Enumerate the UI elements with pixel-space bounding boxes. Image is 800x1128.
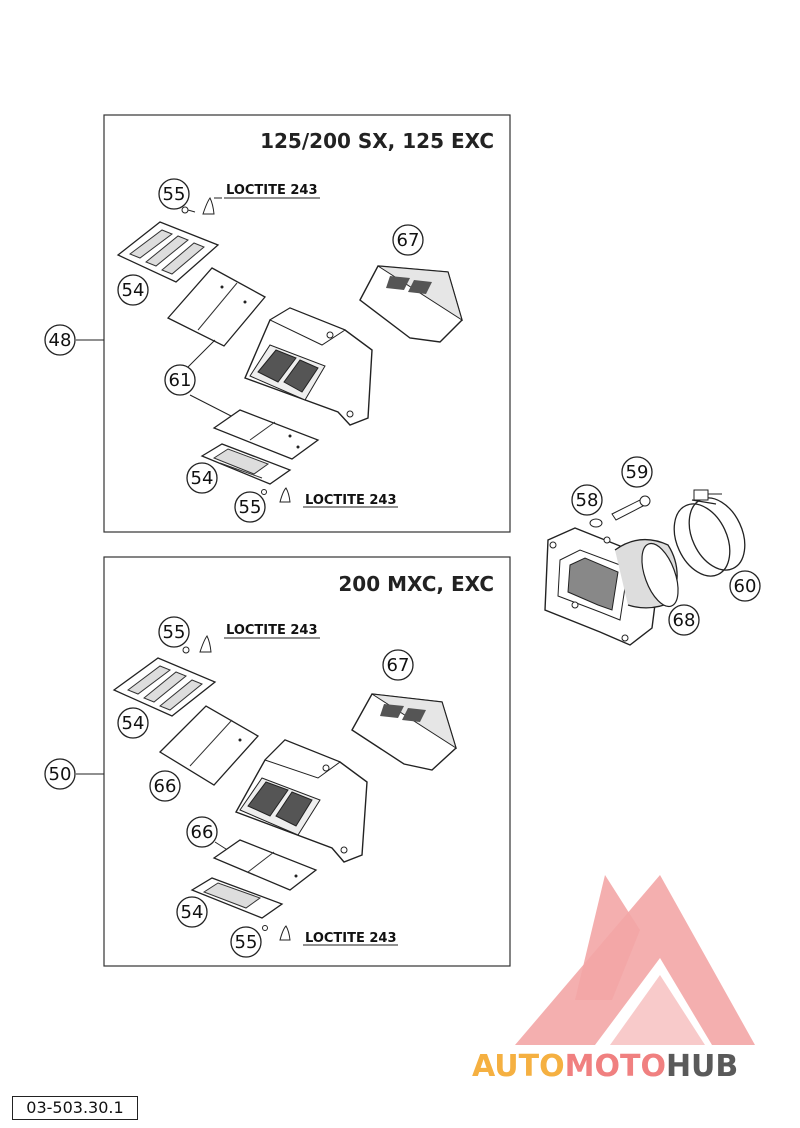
svg-text:55: 55 (163, 184, 186, 205)
watermark-logo (515, 875, 755, 1045)
svg-text:67: 67 (397, 230, 420, 251)
callout-66-lower: 66 (186, 816, 218, 848)
reed-stopper-lower-2 (190, 877, 284, 919)
svg-text:58: 58 (576, 490, 599, 511)
loctite-note-lower-2: LOCTITE 243 (305, 931, 397, 946)
callout-54-lower: 54 (186, 462, 218, 494)
callout-54: 54 (117, 274, 149, 306)
reed-cover-2 (351, 693, 457, 771)
svg-text:54: 54 (181, 902, 204, 923)
callout-61: 61 (164, 364, 196, 396)
reed-cover (359, 265, 463, 343)
svg-text:68: 68 (673, 610, 696, 631)
callout-54-p2: 54 (117, 707, 149, 739)
callout-55: 55 (158, 178, 190, 210)
svg-text:54: 54 (191, 468, 214, 489)
loctite-note-lower: LOCTITE 243 (305, 493, 397, 508)
intake-boot (614, 538, 679, 609)
panel-2-title: 200 MXC, EXC (338, 572, 494, 596)
intake-flange (544, 527, 661, 646)
washer (589, 518, 603, 528)
loctite-note-2: LOCTITE 243 (226, 623, 318, 638)
screw-part (181, 206, 196, 214)
reed-petal-lower (212, 409, 320, 460)
hose-clamp (673, 489, 746, 577)
svg-text:54: 54 (122, 713, 145, 734)
callout-58: 58 (571, 484, 603, 516)
callout-60: 60 (729, 570, 761, 602)
reed-block (244, 307, 373, 426)
watermark-part3: HUB (666, 1049, 738, 1084)
panel-1: 125/200 SX, 125 EXC 48 LOCTITE 243 55 (44, 114, 511, 533)
svg-text:55: 55 (235, 932, 258, 953)
reed-petal (166, 267, 267, 347)
svg-text:67: 67 (387, 655, 410, 676)
reed-stopper-plate (116, 221, 220, 283)
intake-assembly: 58 59 60 68 (544, 456, 761, 646)
reed-stopper-lower (200, 443, 292, 485)
callout-55-p2: 55 (158, 616, 190, 648)
loctite-drop (202, 197, 215, 215)
callout-54-lower-p2: 54 (176, 896, 208, 928)
reed-stopper-plate-2 (112, 657, 217, 717)
callout-68: 68 (668, 604, 700, 636)
svg-text:60: 60 (734, 576, 757, 597)
callout-48: 48 (44, 324, 76, 356)
svg-text:66: 66 (154, 776, 177, 797)
callout-67-p2: 67 (382, 649, 414, 681)
svg-text:50: 50 (49, 764, 72, 785)
svg-text:55: 55 (239, 497, 262, 518)
callout-67: 67 (392, 224, 424, 256)
svg-text:54: 54 (122, 280, 145, 301)
svg-text:48: 48 (49, 330, 72, 351)
part-code-label: 03-503.30.1 (12, 1096, 138, 1120)
callout-59: 59 (621, 456, 653, 488)
svg-text:66: 66 (191, 822, 214, 843)
svg-text:59: 59 (626, 462, 649, 483)
loctite-note: LOCTITE 243 (226, 183, 318, 198)
callout-66: 66 (149, 770, 181, 802)
intake-screw (611, 495, 651, 521)
reed-block-2 (234, 739, 368, 863)
callout-50: 50 (44, 758, 76, 790)
callout-55-lower-p2: 55 (230, 926, 262, 958)
callout-55-lower: 55 (234, 491, 266, 523)
watermark-part2: MOTO (565, 1049, 666, 1084)
reed-petal-2 (158, 705, 260, 786)
watermark-text: AUTOMOTOHUB (472, 1049, 738, 1084)
panel-1-title: 125/200 SX, 125 EXC (260, 129, 494, 153)
svg-text:61: 61 (169, 370, 192, 391)
panel-1-frame (103, 114, 511, 533)
watermark-part1: AUTO (472, 1049, 565, 1084)
panel-2-frame (103, 556, 511, 967)
svg-text:55: 55 (163, 622, 186, 643)
panel-2: 200 MXC, EXC 50 LOCTITE 243 55 54 (44, 556, 511, 967)
reed-petal-lower-2 (212, 839, 318, 891)
